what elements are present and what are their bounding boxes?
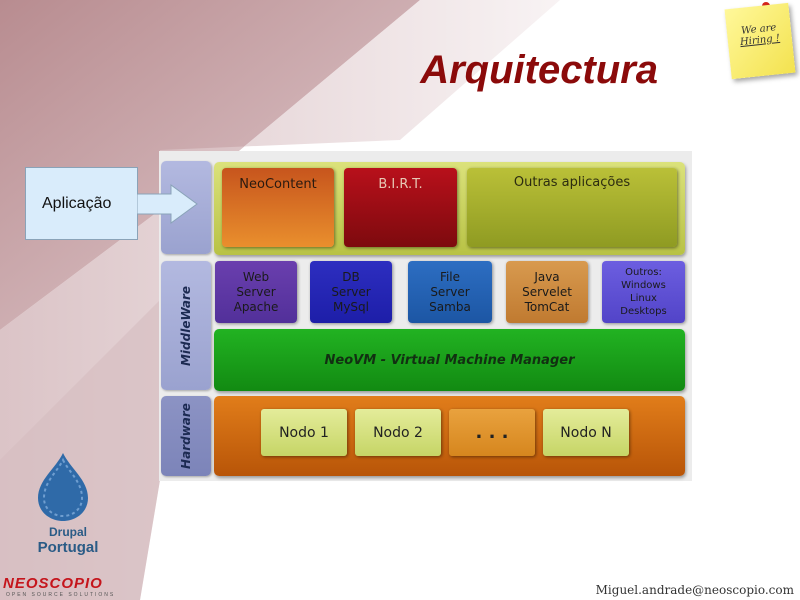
- drupal-drop-icon: [38, 453, 88, 521]
- sidebar-middleware-block: MiddleWare: [161, 261, 211, 390]
- page-title: Arquitectura: [420, 48, 658, 92]
- node-n: Nodo N: [543, 409, 629, 456]
- drupal-portugal-logo: Drupal Portugal: [20, 525, 116, 556]
- app-box-neocontent: NeoContent: [222, 168, 334, 247]
- contact-email: Miguel.andrade@neoscopio.com: [595, 583, 794, 597]
- arrow-right-icon: [137, 184, 198, 224]
- drupal-logo-line-1: Drupal: [48, 525, 87, 539]
- vm-manager-label: NeoVM - Virtual Machine Manager: [324, 352, 575, 368]
- neoscopio-tagline: OPEN SOURCE SOLUTIONS: [6, 592, 116, 598]
- node-2: Nodo 2: [355, 409, 441, 456]
- hiring-sticky-note[interactable]: We are Hiring !: [724, 2, 796, 80]
- app-box-other-apps-label: Outras aplicações: [513, 175, 631, 190]
- node-ellipsis: . . .: [449, 409, 535, 456]
- vm-manager-bar: NeoVM - Virtual Machine Manager: [214, 329, 685, 391]
- middleware-db-server: DB Server MySql: [310, 261, 392, 323]
- app-box-neocontent-label: NeoContent: [239, 177, 317, 192]
- hardware-label: Hardware: [179, 403, 194, 469]
- middleware-file-server: File Server Samba: [408, 261, 492, 323]
- middleware-others: Outros: Windows Linux Desktops: [602, 261, 685, 323]
- application-callout: Aplicação: [25, 167, 138, 240]
- middleware-label: MiddleWare: [179, 285, 193, 366]
- node-1: Nodo 1: [261, 409, 347, 456]
- middleware-web-server: Web Server Apache: [215, 261, 297, 323]
- drupal-logo-line-2: Portugal: [37, 539, 99, 556]
- sidebar-hardware-block: Hardware: [161, 396, 211, 476]
- app-box-other-apps: Outras aplicações: [467, 168, 677, 247]
- neoscopio-logo: NEOSCOPIO: [3, 575, 103, 592]
- middleware-java-servelet: Java Servelet TomCat: [506, 261, 588, 323]
- app-box-birt-label: B.I.R.T.: [378, 177, 423, 192]
- application-callout-label: Aplicação: [42, 194, 112, 212]
- app-box-birt: B.I.R.T.: [344, 168, 457, 247]
